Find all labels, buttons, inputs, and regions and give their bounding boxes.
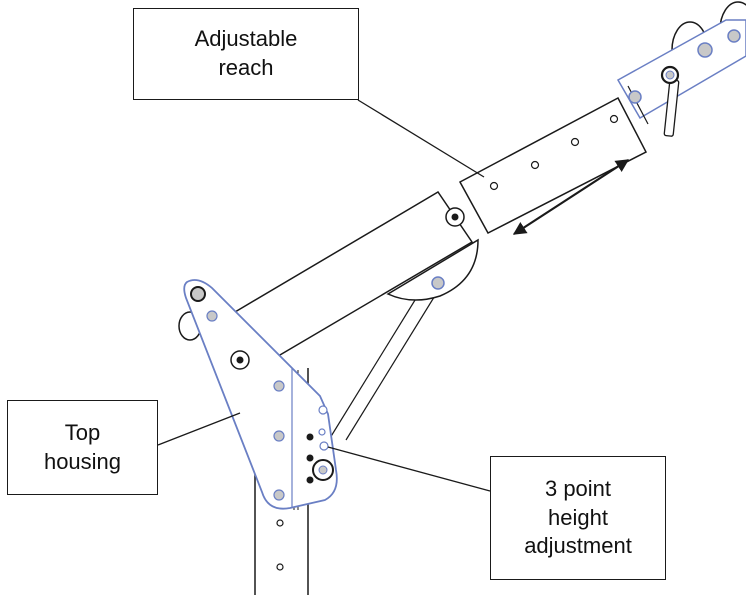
housing-bolt bbox=[273, 430, 285, 442]
reach-arrow bbox=[512, 159, 630, 235]
callout-label-line: reach bbox=[218, 55, 274, 80]
callout-height-adjustment: 3 point height adjustment bbox=[490, 456, 666, 580]
head-bolt bbox=[727, 29, 741, 43]
callout-label-line: height bbox=[548, 504, 608, 530]
strut-bolt bbox=[431, 276, 445, 290]
callout-label-line: adjustment bbox=[524, 533, 632, 559]
boom-hole bbox=[530, 160, 540, 170]
boom-hole bbox=[609, 114, 619, 124]
boom-hole bbox=[570, 137, 580, 147]
head-bolt bbox=[628, 90, 642, 104]
callout-label-line: Top bbox=[64, 419, 101, 445]
adjustment-hole bbox=[306, 454, 314, 462]
housing-bolt bbox=[318, 405, 328, 415]
mast-hole bbox=[276, 519, 284, 527]
strut-mount-bracket bbox=[386, 238, 479, 301]
pulley-head bbox=[616, 1, 746, 125]
boom-hole bbox=[489, 181, 499, 191]
callout-label-line: 3 point bbox=[544, 476, 612, 502]
head-bolt bbox=[697, 42, 713, 58]
locking-pin bbox=[660, 65, 680, 137]
housing-bolt bbox=[190, 286, 206, 302]
callout-adjustable-reach: Adjustable reach bbox=[133, 8, 359, 100]
height-adjustment-holes bbox=[306, 428, 334, 484]
leader-line-housing bbox=[157, 412, 241, 446]
leader-line-reach bbox=[357, 99, 485, 178]
callout-label-line: housing bbox=[43, 448, 122, 474]
leader-line-height bbox=[327, 446, 491, 492]
adjustment-hole bbox=[306, 433, 314, 441]
mast-hole bbox=[276, 563, 284, 571]
adjustment-hole bbox=[306, 476, 314, 484]
callout-top-housing: Top housing bbox=[7, 400, 158, 495]
housing-bolt bbox=[273, 380, 285, 392]
support-struts bbox=[329, 291, 437, 441]
callout-label-line: Adjustable bbox=[194, 26, 298, 52]
top-housing-plate bbox=[178, 279, 338, 510]
housing-bolt bbox=[206, 310, 218, 322]
housing-bolt bbox=[273, 489, 285, 501]
